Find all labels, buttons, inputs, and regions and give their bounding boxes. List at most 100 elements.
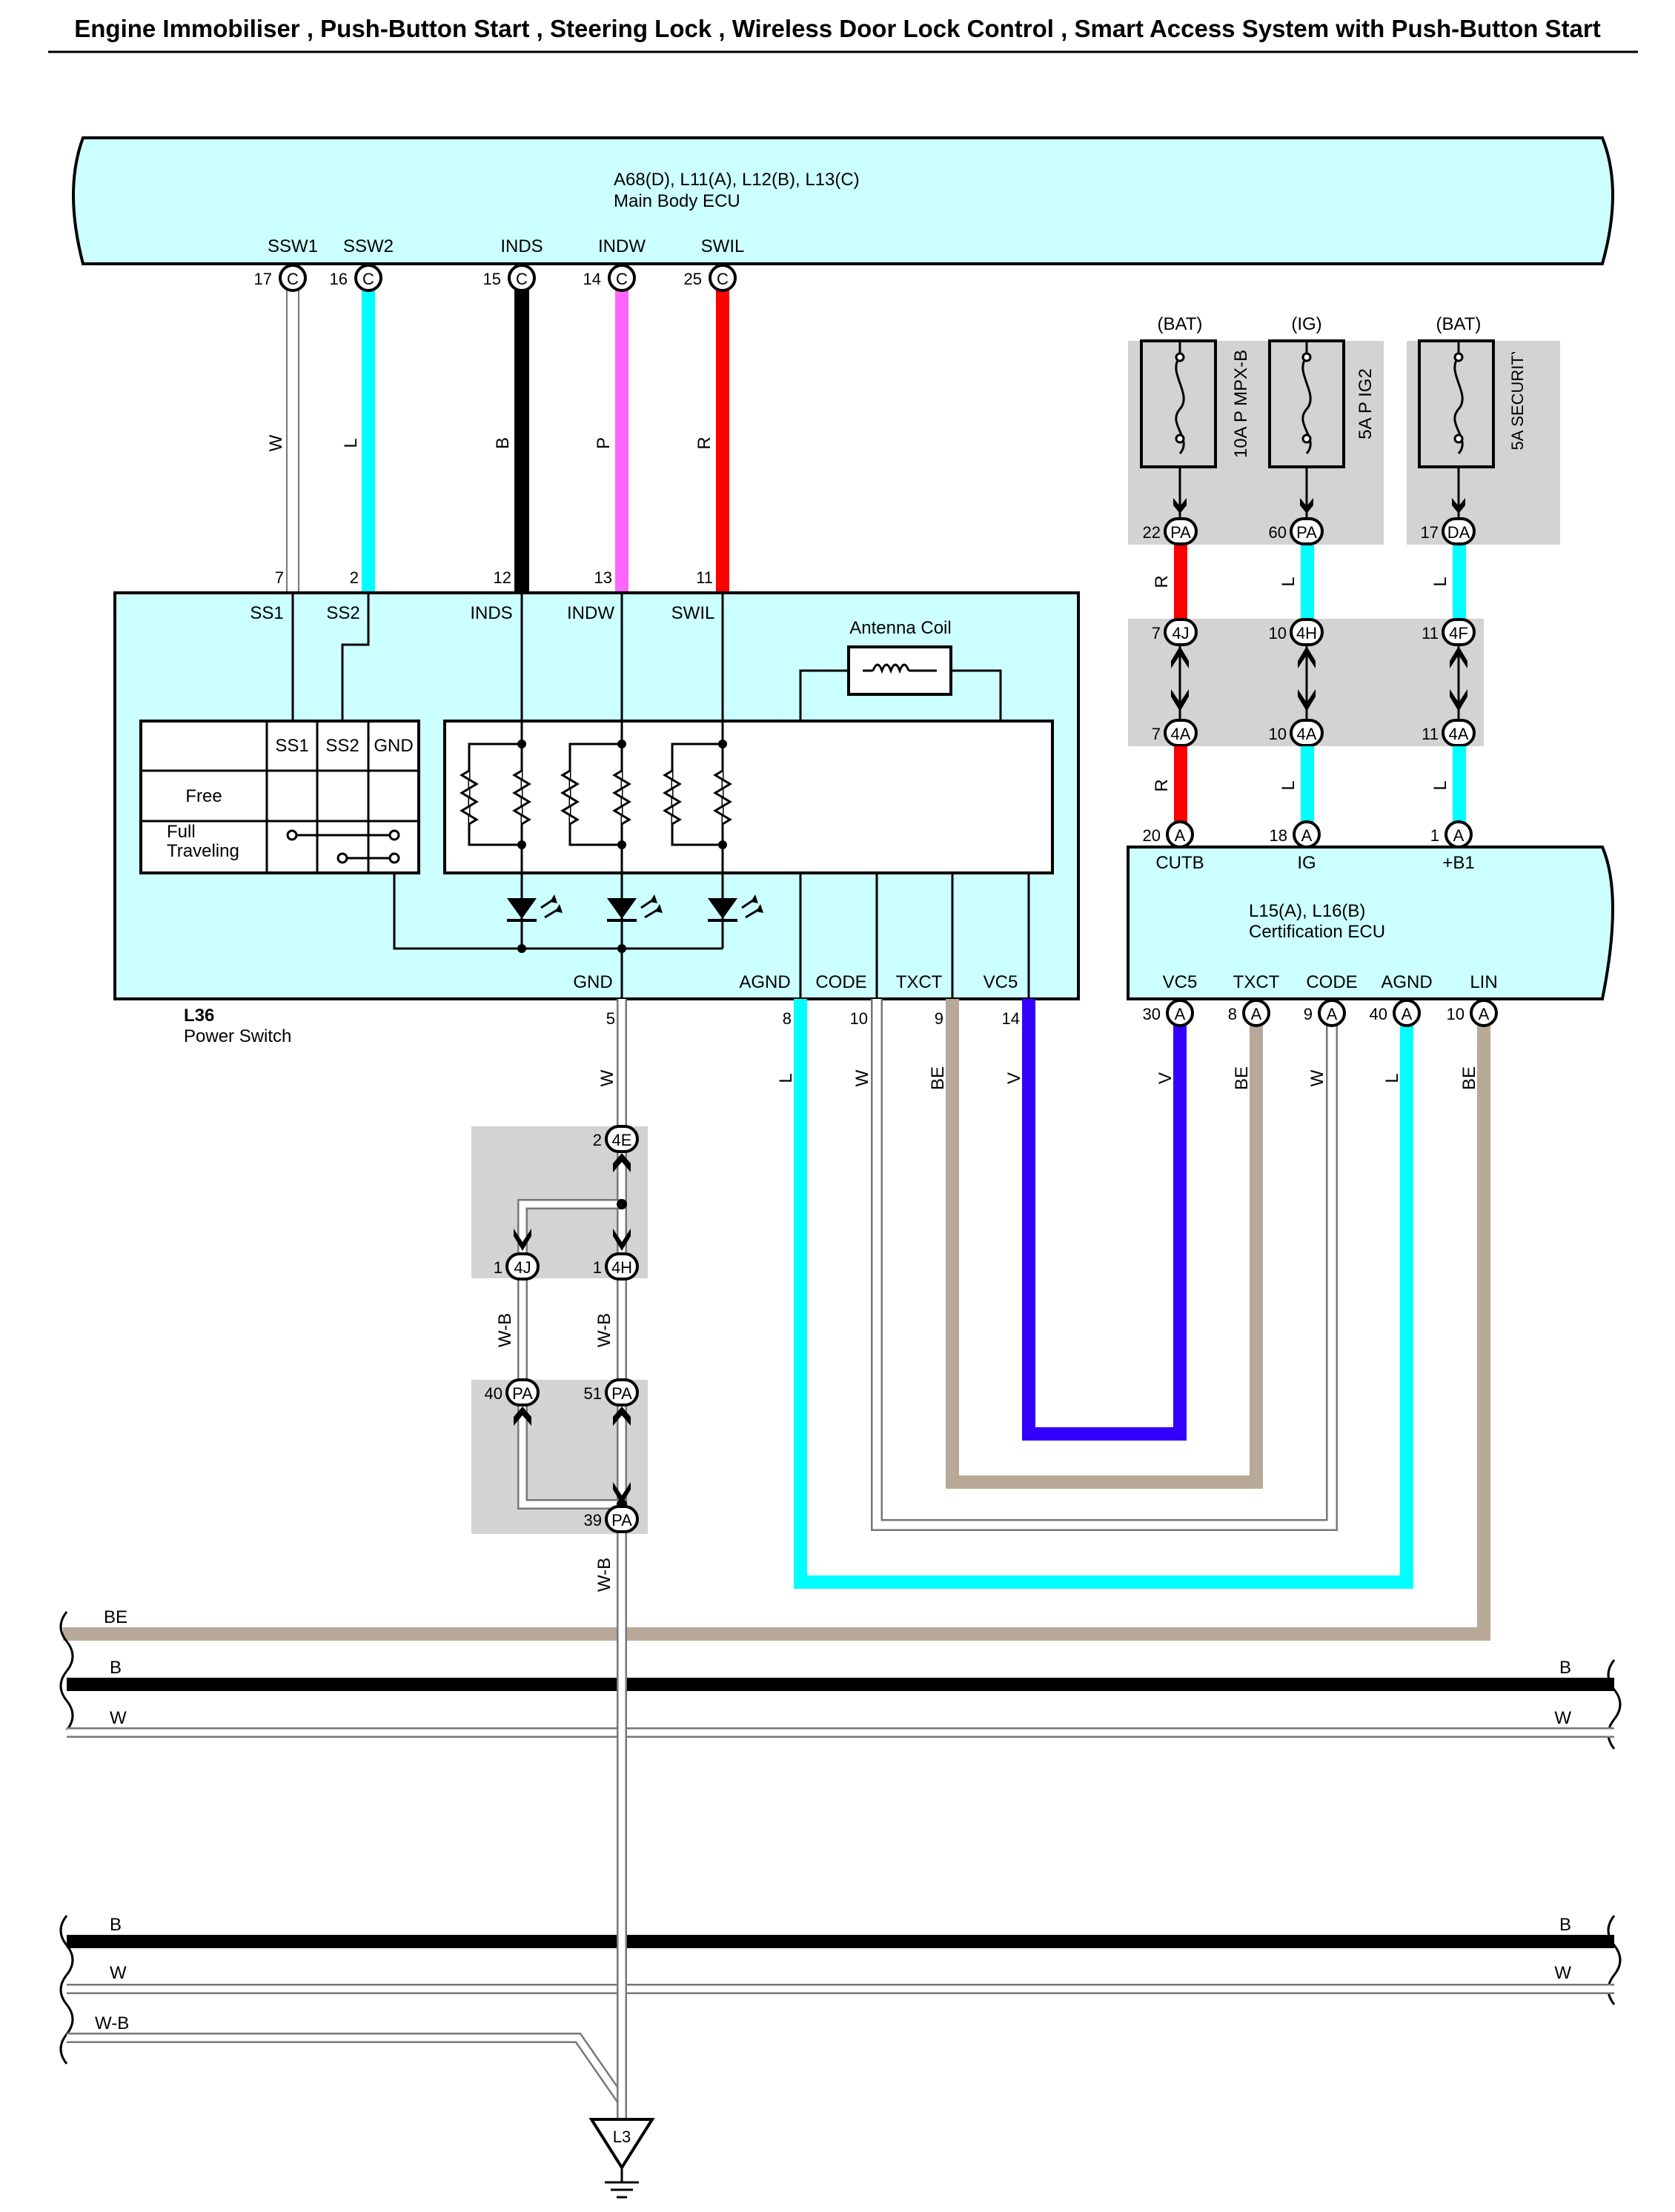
ps-pin-ss2: SS2 — [326, 603, 359, 623]
svg-text:40: 40 — [1370, 1005, 1387, 1023]
pin-indw-num: 14 — [583, 270, 601, 288]
svg-text:11: 11 — [1422, 624, 1439, 642]
table-row-full-traveling: Full Traveling — [167, 823, 239, 861]
svg-text:A: A — [1175, 1005, 1186, 1023]
fuse-connectors: PA 22 PA 60 DA 17 — [1143, 517, 1476, 545]
loop-wires — [63, 999, 1490, 1641]
pin-swil-label: SWIL — [701, 236, 745, 256]
fuse-mpx-b: (BAT) 10A P MPX-B — [1140, 314, 1251, 519]
junction-wires: R L L — [1152, 746, 1466, 828]
svg-text:40: 40 — [485, 1384, 502, 1403]
svg-text:L: L — [1278, 577, 1298, 586]
svg-text:20: 20 — [1143, 826, 1161, 845]
svg-text:W: W — [1554, 1708, 1571, 1728]
upper-wires — [286, 288, 729, 594]
svg-text:C: C — [287, 270, 299, 288]
antenna-coil: Antenna Coil — [799, 618, 1002, 721]
svg-text:TXCT: TXCT — [1233, 972, 1280, 992]
svg-text:8: 8 — [783, 1009, 792, 1028]
power-switch: SS1 SS2 INDS INDW SWIL SS1 SS2 GND — [113, 591, 1080, 1046]
svg-text:W: W — [110, 1708, 127, 1728]
pin-ssw1-num: 17 — [254, 270, 272, 288]
svg-text:10A P MPX-B: 10A P MPX-B — [1231, 350, 1251, 458]
ps-pin-txct: TXCT — [896, 972, 943, 992]
svg-text:4A: 4A — [1297, 725, 1317, 743]
svg-text:C: C — [717, 270, 729, 288]
wire-ssw2-color: L — [341, 438, 361, 448]
svg-text:10: 10 — [1269, 725, 1287, 743]
svg-text:LIN: LIN — [1470, 972, 1497, 992]
wire-swil-color: R — [694, 436, 714, 449]
svg-text:8: 8 — [1228, 1005, 1237, 1023]
pin-ssw2-num: 16 — [330, 270, 348, 288]
svg-text:7: 7 — [1152, 624, 1161, 642]
wire-indw-color: P — [594, 437, 614, 449]
svg-text:1: 1 — [593, 1258, 602, 1277]
upper-wire-labels: W L B P R 7 2 12 13 11 — [266, 434, 714, 587]
svg-text:C: C — [616, 270, 628, 288]
svg-text:C: C — [362, 270, 374, 288]
cert-ecu-name: Certification ECU — [1249, 922, 1385, 942]
pin-swil-connector: C 25 — [684, 264, 737, 292]
svg-text:W: W — [1554, 1963, 1571, 1983]
svg-text:AGND: AGND — [1381, 972, 1432, 992]
svg-text:30: 30 — [1143, 1005, 1161, 1023]
svg-text:W: W — [597, 1069, 617, 1086]
svg-text:A: A — [1453, 826, 1465, 845]
svg-text:A: A — [1402, 1005, 1413, 1023]
table-header-gnd: GND — [374, 736, 413, 756]
svg-text:L: L — [776, 1073, 796, 1083]
wire-ssw2-num: 2 — [350, 568, 359, 587]
svg-text:1: 1 — [494, 1258, 502, 1277]
svg-text:IG: IG — [1297, 853, 1316, 873]
svg-text:(BAT): (BAT) — [1158, 314, 1203, 334]
switch-table: SS1 SS2 GND Free Full Traveling — [139, 720, 420, 874]
ground-icon: L3 — [588, 2118, 655, 2199]
ps-pin-code: CODE — [815, 972, 866, 992]
svg-text:2: 2 — [593, 1131, 602, 1149]
svg-text:L: L — [1430, 780, 1450, 790]
svg-text:4H: 4H — [1296, 624, 1317, 642]
svg-text:VC5: VC5 — [1163, 972, 1198, 992]
svg-text:4A: 4A — [1449, 725, 1469, 743]
svg-text:B: B — [1559, 1915, 1571, 1935]
svg-text:DA: DA — [1447, 523, 1470, 542]
fuse-ig2: (IG) 5A P IG2 — [1268, 314, 1376, 519]
svg-text:14: 14 — [1002, 1009, 1020, 1028]
table-header-ss2: SS2 — [325, 736, 359, 756]
svg-text:4A: 4A — [1171, 725, 1191, 743]
svg-text:(BAT): (BAT) — [1436, 314, 1482, 334]
svg-text:PA: PA — [611, 1384, 632, 1403]
wire-inds-color: B — [493, 437, 513, 449]
svg-text:A: A — [1301, 826, 1313, 845]
ps-pin-indw: INDW — [567, 603, 614, 623]
bus-lines: BE B B W W B B W W W-B — [59, 1607, 1622, 2119]
pin-ssw1-connector: C 17 — [254, 264, 307, 292]
antenna-coil-label: Antenna Coil — [849, 618, 951, 638]
wire-swil-num: 11 — [696, 568, 713, 587]
svg-text:BE: BE — [104, 1607, 127, 1627]
ps-pin-vc5: VC5 — [984, 972, 1018, 992]
svg-text:W-B: W-B — [95, 2013, 129, 2033]
svg-text:10: 10 — [1447, 1005, 1465, 1023]
svg-text:9: 9 — [1304, 1005, 1313, 1023]
svg-text:BE: BE — [1232, 1066, 1252, 1090]
indicator-circuit — [443, 720, 1054, 874]
pin-ssw2-connector: C 16 — [330, 264, 382, 292]
svg-text:5A P IG2: 5A P IG2 — [1356, 368, 1376, 439]
led-indicators — [393, 873, 763, 999]
power-switch-name: Power Switch — [184, 1026, 291, 1046]
svg-text:B: B — [110, 1915, 122, 1935]
wire-ssw1-color: W — [266, 434, 286, 451]
fuse-area: (BAT) 10A P MPX-B (IG) 5A P IG2 (BAT) — [1128, 314, 1560, 545]
svg-text:4J: 4J — [1172, 624, 1189, 642]
svg-text:PA: PA — [1296, 523, 1317, 542]
main-body-ecu: A68(D), L11(A), L12(B), L13(C) Main Body… — [72, 136, 1614, 265]
ps-pin-agnd: AGND — [739, 972, 790, 992]
ground-label: L3 — [613, 2128, 631, 2146]
svg-text:10: 10 — [850, 1009, 868, 1028]
svg-text:A: A — [1327, 1005, 1338, 1023]
svg-text:CUTB: CUTB — [1155, 853, 1204, 873]
cert-ecu-bottom-pins: A 30 A 8 A 9 A 40 A 10 V BE W L BE — [1143, 999, 1498, 1090]
svg-text:1: 1 — [1430, 826, 1439, 845]
